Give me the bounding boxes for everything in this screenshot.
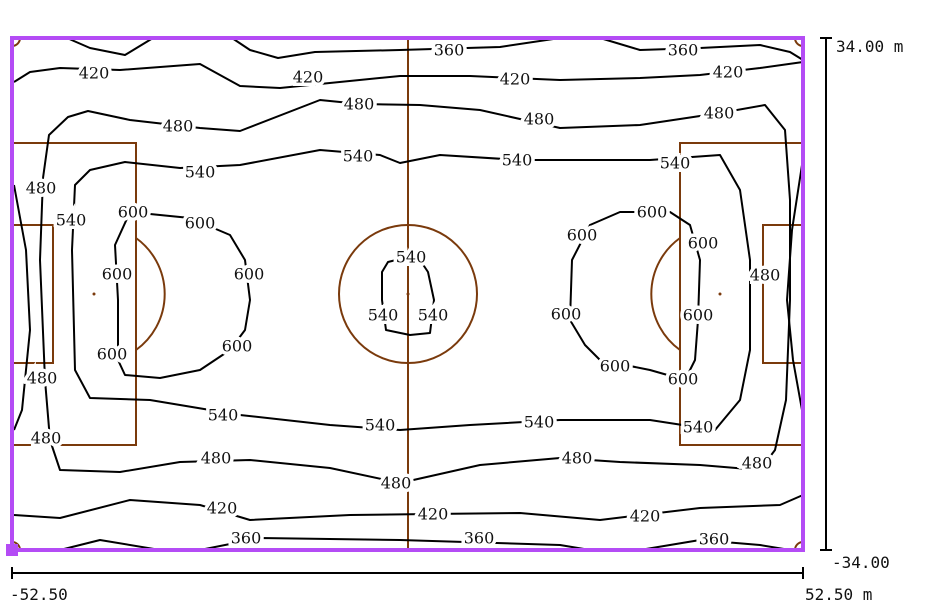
contour-480-edge-right bbox=[786, 164, 803, 411]
contour-label: 480 bbox=[742, 454, 773, 473]
contour-label: 600 bbox=[551, 305, 582, 324]
left-penalty-arc bbox=[135, 237, 166, 351]
contour-label: 600 bbox=[222, 337, 253, 356]
contour-360-top bbox=[66, 37, 154, 56]
contour-540 bbox=[71, 149, 751, 431]
contour-label: 600 bbox=[118, 203, 149, 222]
contour-label: 480 bbox=[750, 266, 781, 285]
contour-label: 480 bbox=[562, 449, 593, 468]
contour-label: 420 bbox=[713, 63, 744, 82]
contour-600-left bbox=[114, 211, 251, 379]
contour-label: 420 bbox=[79, 64, 110, 83]
origin-marker bbox=[6, 544, 18, 556]
contour-label: 600 bbox=[683, 306, 714, 325]
contour-label: 360 bbox=[464, 529, 495, 548]
contour-360-top bbox=[599, 37, 804, 61]
contour-label: 600 bbox=[688, 234, 719, 253]
center-spot bbox=[406, 292, 410, 296]
contour-360-bottom bbox=[199, 537, 591, 551]
contour-label: 600 bbox=[637, 203, 668, 222]
contour-480-outer bbox=[39, 99, 791, 484]
contour-label: 540 bbox=[418, 306, 449, 325]
contour-label: 480 bbox=[704, 104, 735, 123]
contour-label: 600 bbox=[668, 370, 699, 389]
contour-label: 480 bbox=[344, 95, 375, 114]
contour-label: 600 bbox=[600, 357, 631, 376]
y-dimension: 34.00 m -34.00 bbox=[820, 37, 903, 572]
x-dimension: -52.50 52.50 m bbox=[10, 567, 872, 604]
contour-label: 540 bbox=[56, 211, 87, 230]
center-circle bbox=[338, 224, 478, 364]
contour-label: 480 bbox=[201, 449, 232, 468]
contour-label: 600 bbox=[97, 345, 128, 364]
contour-label: 420 bbox=[630, 507, 661, 526]
contour-label: 360 bbox=[231, 529, 262, 548]
right-penalty-spot bbox=[718, 292, 722, 296]
contour-label: 360 bbox=[699, 530, 730, 549]
contour-label: 420 bbox=[207, 499, 238, 518]
contour-label: 360 bbox=[668, 41, 699, 60]
contour-label: 540 bbox=[208, 406, 239, 425]
left-penalty-spot bbox=[92, 292, 96, 296]
contour-label: 540 bbox=[185, 163, 216, 182]
contour-label: 480 bbox=[381, 474, 412, 493]
contour-label: 600 bbox=[567, 226, 598, 245]
contour-420-bottom bbox=[13, 494, 804, 521]
contour-label: 600 bbox=[234, 265, 265, 284]
contour-label: 480 bbox=[26, 179, 57, 198]
contour-label: 420 bbox=[500, 70, 531, 89]
contour-label: 540 bbox=[368, 306, 399, 325]
contour-label: 480 bbox=[163, 117, 194, 136]
contour-label: 420 bbox=[418, 505, 449, 524]
contour-360-top bbox=[231, 37, 561, 59]
right-goal-box bbox=[762, 224, 804, 364]
contour-360-bottom bbox=[59, 539, 161, 551]
contour-label: 540 bbox=[396, 248, 427, 267]
x-max-label: 52.50 m bbox=[805, 585, 872, 604]
contour-lines bbox=[13, 37, 804, 551]
contour-label: 480 bbox=[524, 110, 555, 129]
y-max-label: 34.00 m bbox=[836, 37, 903, 56]
contour-label: 600 bbox=[185, 214, 216, 233]
contour-labels: 360 360 420 420 420 420 480 480 480 480 … bbox=[22, 37, 784, 552]
contour-label: 540 bbox=[660, 154, 691, 173]
contour-540-center bbox=[381, 256, 435, 336]
contour-label: 540 bbox=[683, 418, 714, 437]
right-penalty-arc bbox=[650, 237, 681, 351]
field-boundary bbox=[10, 36, 805, 552]
contour-480-edge bbox=[13, 184, 31, 431]
contour-600-right bbox=[569, 211, 701, 381]
y-min-label: -34.00 bbox=[832, 553, 890, 572]
contour-label: 540 bbox=[524, 413, 555, 432]
contour-label: 540 bbox=[502, 151, 533, 170]
contour-420-top bbox=[13, 61, 804, 89]
corner-arcs bbox=[11, 37, 804, 551]
contour-label: 480 bbox=[27, 369, 58, 388]
contour-label: 480 bbox=[31, 429, 62, 448]
left-goal-box bbox=[11, 224, 54, 364]
contour-360-bottom bbox=[639, 539, 791, 551]
contour-label: 540 bbox=[343, 147, 374, 166]
contour-label: 420 bbox=[293, 68, 324, 87]
contour-label: 540 bbox=[365, 416, 396, 435]
contour-label: 360 bbox=[434, 41, 465, 60]
contour-label: 600 bbox=[102, 265, 133, 284]
x-min-label: -52.50 bbox=[10, 585, 68, 604]
